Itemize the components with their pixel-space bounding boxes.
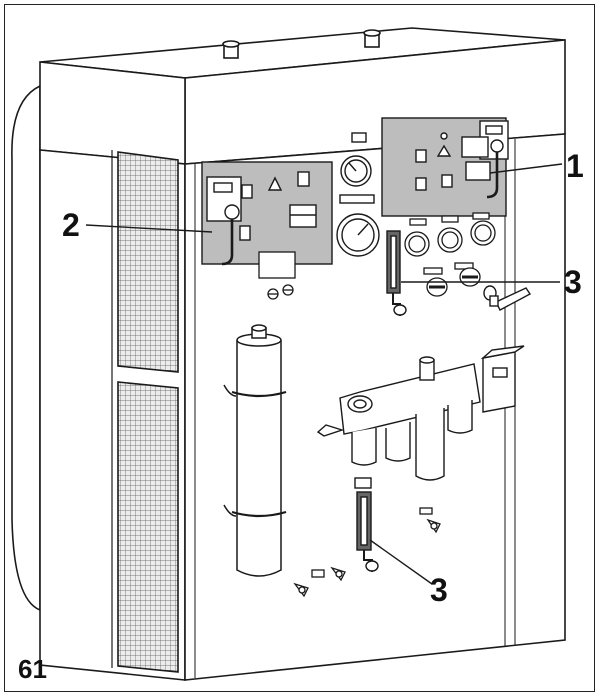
leader-1 xyxy=(489,163,563,174)
callout-label-2: 2 xyxy=(62,207,80,243)
figure-number: 61 xyxy=(18,654,47,684)
junction-box xyxy=(480,345,525,413)
drain-taps xyxy=(293,507,441,598)
callout-leaders xyxy=(85,163,563,585)
right-gauges xyxy=(404,212,496,297)
left-connectors xyxy=(258,251,296,300)
center-gauges xyxy=(336,132,380,257)
callout-label-3-lower: 3 xyxy=(430,572,448,608)
leader-2 xyxy=(85,224,213,233)
control-panel-left xyxy=(201,161,333,266)
vertical-cylinder xyxy=(223,324,287,577)
callout-label-1: 1 xyxy=(566,148,584,184)
right-valve xyxy=(483,285,532,311)
leader-3-lower xyxy=(369,539,433,585)
control-panel-right xyxy=(381,117,509,217)
rear-tank xyxy=(11,85,41,611)
flowmeter-upper xyxy=(386,230,407,316)
callout-label-3-upper: 3 xyxy=(564,264,582,300)
filter-assembly xyxy=(316,356,481,481)
flowmeter-lower xyxy=(354,477,379,572)
